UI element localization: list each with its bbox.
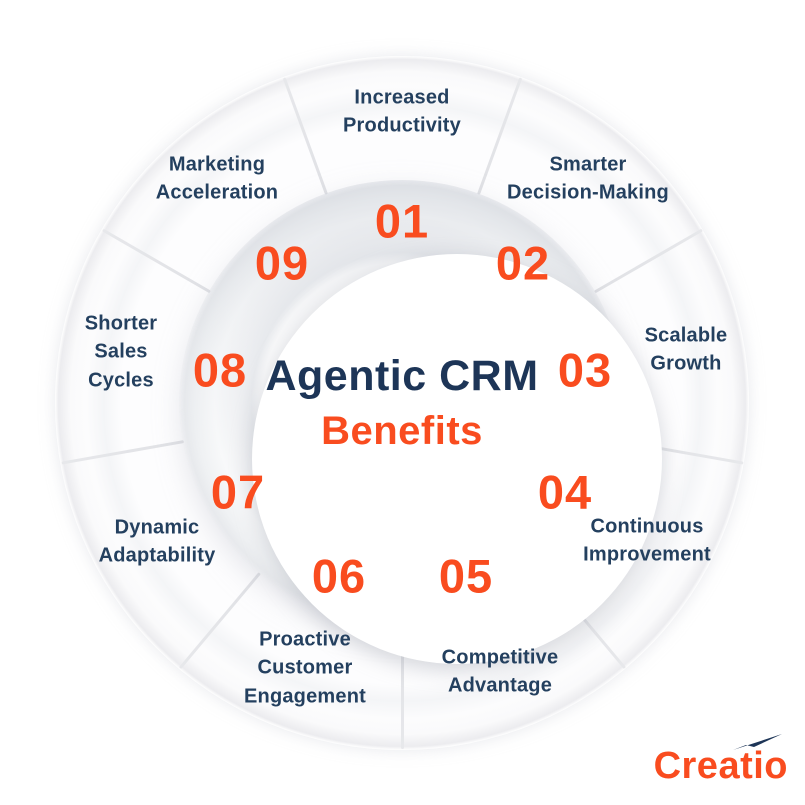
benefits-wheel <box>55 56 749 750</box>
segment-number-03: 03 <box>557 343 613 397</box>
segment-number-07: 07 <box>210 465 266 519</box>
segment-number-04: 04 <box>537 465 593 519</box>
segment-label-increased-productivity: Increased Productivity <box>343 86 461 137</box>
segment-divider <box>101 228 211 294</box>
segment-number-01: 01 <box>374 194 430 248</box>
segment-label-scalable-growth: Scalable Growth <box>644 324 728 375</box>
creatio-logo: Creatio <box>653 734 788 787</box>
segment-label-marketing-acceleration: Marketing Acceleration <box>155 153 279 204</box>
segment-label-continuous-improvement: Continuous Improvement <box>583 515 711 566</box>
page-title: Agentic CRM <box>265 351 539 400</box>
wheel-center-title-block: Agentic CRM Benefits <box>265 351 539 454</box>
center-hub <box>252 254 662 664</box>
segment-label-competitive-advantage: Competitive Advantage <box>441 646 559 697</box>
segment-number-02: 02 <box>495 236 551 290</box>
page-subtitle: Benefits <box>321 409 483 454</box>
segment-label-dynamic-adaptability: Dynamic Adaptability <box>98 516 216 567</box>
segment-label-proactive-customer-engagement: Proactive Customer Engagement <box>243 628 367 708</box>
segment-number-06: 06 <box>311 549 367 603</box>
segment-label-shorter-sales-cycles: Shorter Sales Cycles <box>84 312 158 392</box>
segment-label-smarter-decision-making: Smarter Decision-Making <box>507 153 669 204</box>
creatio-logo-text: Creatio <box>653 745 788 787</box>
segment-number-09: 09 <box>254 236 310 290</box>
segment-divider <box>60 440 184 465</box>
segment-number-08: 08 <box>192 343 248 397</box>
segment-number-05: 05 <box>438 549 494 603</box>
creatio-arrow-icon <box>733 734 782 750</box>
segment-divider <box>593 228 703 294</box>
